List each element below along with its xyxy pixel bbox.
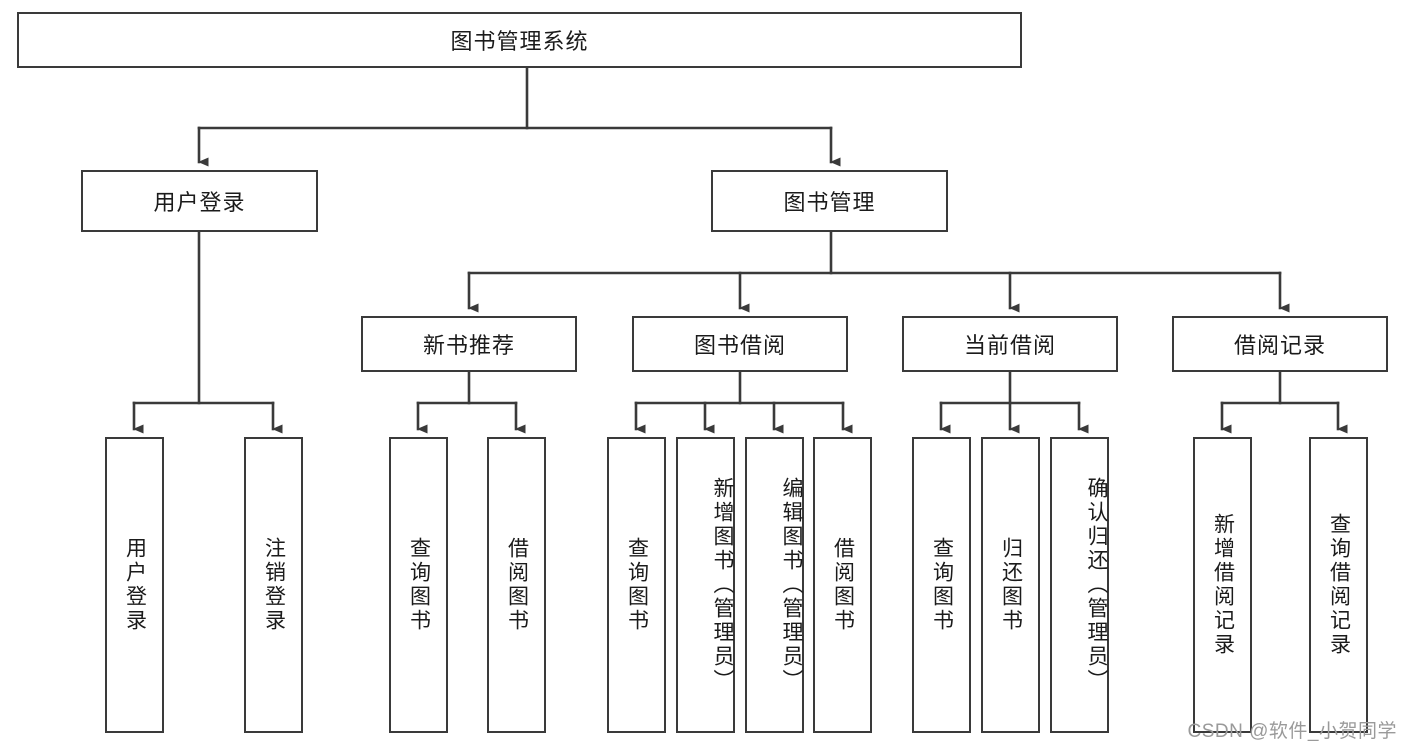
leaf-book-borrow-borrow[interactable]: 借阅图书 bbox=[813, 437, 872, 733]
leaf-user-login-login[interactable]: 用户登录 bbox=[105, 437, 164, 733]
leaf-book-borrow-query[interactable]: 查询图书 bbox=[607, 437, 666, 733]
leaf-borrow-record-query[interactable]: 查询借阅记录 bbox=[1309, 437, 1368, 733]
leaf-borrow-record-add[interactable]: 新增借阅记录 bbox=[1193, 437, 1252, 733]
node-root[interactable]: 图书管理系统 bbox=[17, 12, 1022, 68]
leaf-book-borrow-add-admin[interactable]: 新增图书（管理员） bbox=[676, 437, 735, 733]
node-new-book-recommend[interactable]: 新书推荐 bbox=[361, 316, 577, 372]
leaf-user-login-logout[interactable]: 注销登录 bbox=[244, 437, 303, 733]
leaf-current-borrow-confirm-admin[interactable]: 确认归还（管理员） bbox=[1050, 437, 1109, 733]
leaf-new-book-query[interactable]: 查询图书 bbox=[389, 437, 448, 733]
node-book-management[interactable]: 图书管理 bbox=[711, 170, 948, 232]
node-user-login[interactable]: 用户登录 bbox=[81, 170, 318, 232]
leaf-current-borrow-query[interactable]: 查询图书 bbox=[912, 437, 971, 733]
node-current-borrow[interactable]: 当前借阅 bbox=[902, 316, 1118, 372]
node-borrow-record[interactable]: 借阅记录 bbox=[1172, 316, 1388, 372]
leaf-current-borrow-return[interactable]: 归还图书 bbox=[981, 437, 1040, 733]
node-book-borrow[interactable]: 图书借阅 bbox=[632, 316, 848, 372]
leaf-new-book-borrow[interactable]: 借阅图书 bbox=[487, 437, 546, 733]
leaf-book-borrow-edit-admin[interactable]: 编辑图书（管理员） bbox=[745, 437, 804, 733]
